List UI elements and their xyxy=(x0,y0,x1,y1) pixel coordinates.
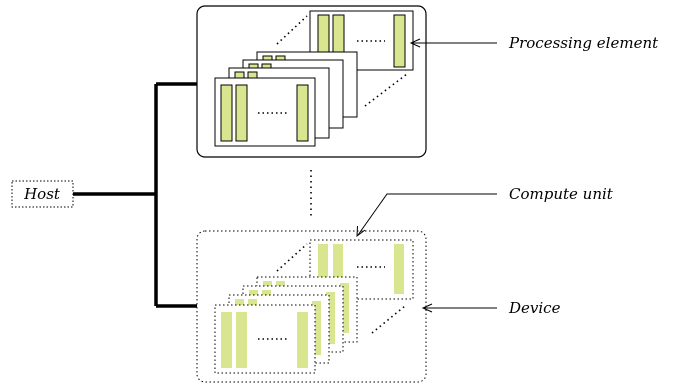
processing-element xyxy=(235,84,248,142)
compute-unit-stack xyxy=(214,51,358,147)
perspective-line xyxy=(364,73,408,107)
host-label: Host xyxy=(23,185,61,203)
processing-element-label: Processing element xyxy=(508,34,659,52)
processing-element xyxy=(340,283,349,333)
processing-element xyxy=(221,312,232,368)
processing-element xyxy=(393,14,406,68)
arrow-head xyxy=(421,303,433,313)
arrow-head xyxy=(356,225,366,238)
processing-element xyxy=(263,281,272,287)
arrow-head xyxy=(409,38,421,48)
processing-element xyxy=(312,301,321,355)
processing-element xyxy=(326,292,335,344)
device-label: Device xyxy=(508,299,561,317)
processing-element xyxy=(333,244,343,278)
processing-element xyxy=(318,244,328,278)
compute-unit-stack-dotted xyxy=(214,276,358,374)
perspective-line xyxy=(276,15,308,45)
processing-element xyxy=(236,312,247,368)
processing-element xyxy=(220,84,233,142)
device-top xyxy=(196,5,427,158)
compute-unit-pointer xyxy=(357,193,497,236)
processing-element xyxy=(296,84,309,142)
perspective-line xyxy=(371,305,406,334)
device-bottom xyxy=(196,230,427,383)
annotations xyxy=(356,38,497,313)
processing-element xyxy=(249,290,258,296)
host-bus xyxy=(73,82,197,308)
processing-element xyxy=(297,312,308,368)
perspective-line xyxy=(276,243,308,272)
processing-element xyxy=(394,244,404,294)
host-box xyxy=(11,180,74,208)
processing-element xyxy=(235,299,244,305)
host-node: Host xyxy=(11,180,74,208)
processing-element xyxy=(248,299,257,305)
processing-element xyxy=(262,290,271,296)
compute-unit-label: Compute unit xyxy=(509,185,614,203)
processing-element xyxy=(276,281,285,287)
